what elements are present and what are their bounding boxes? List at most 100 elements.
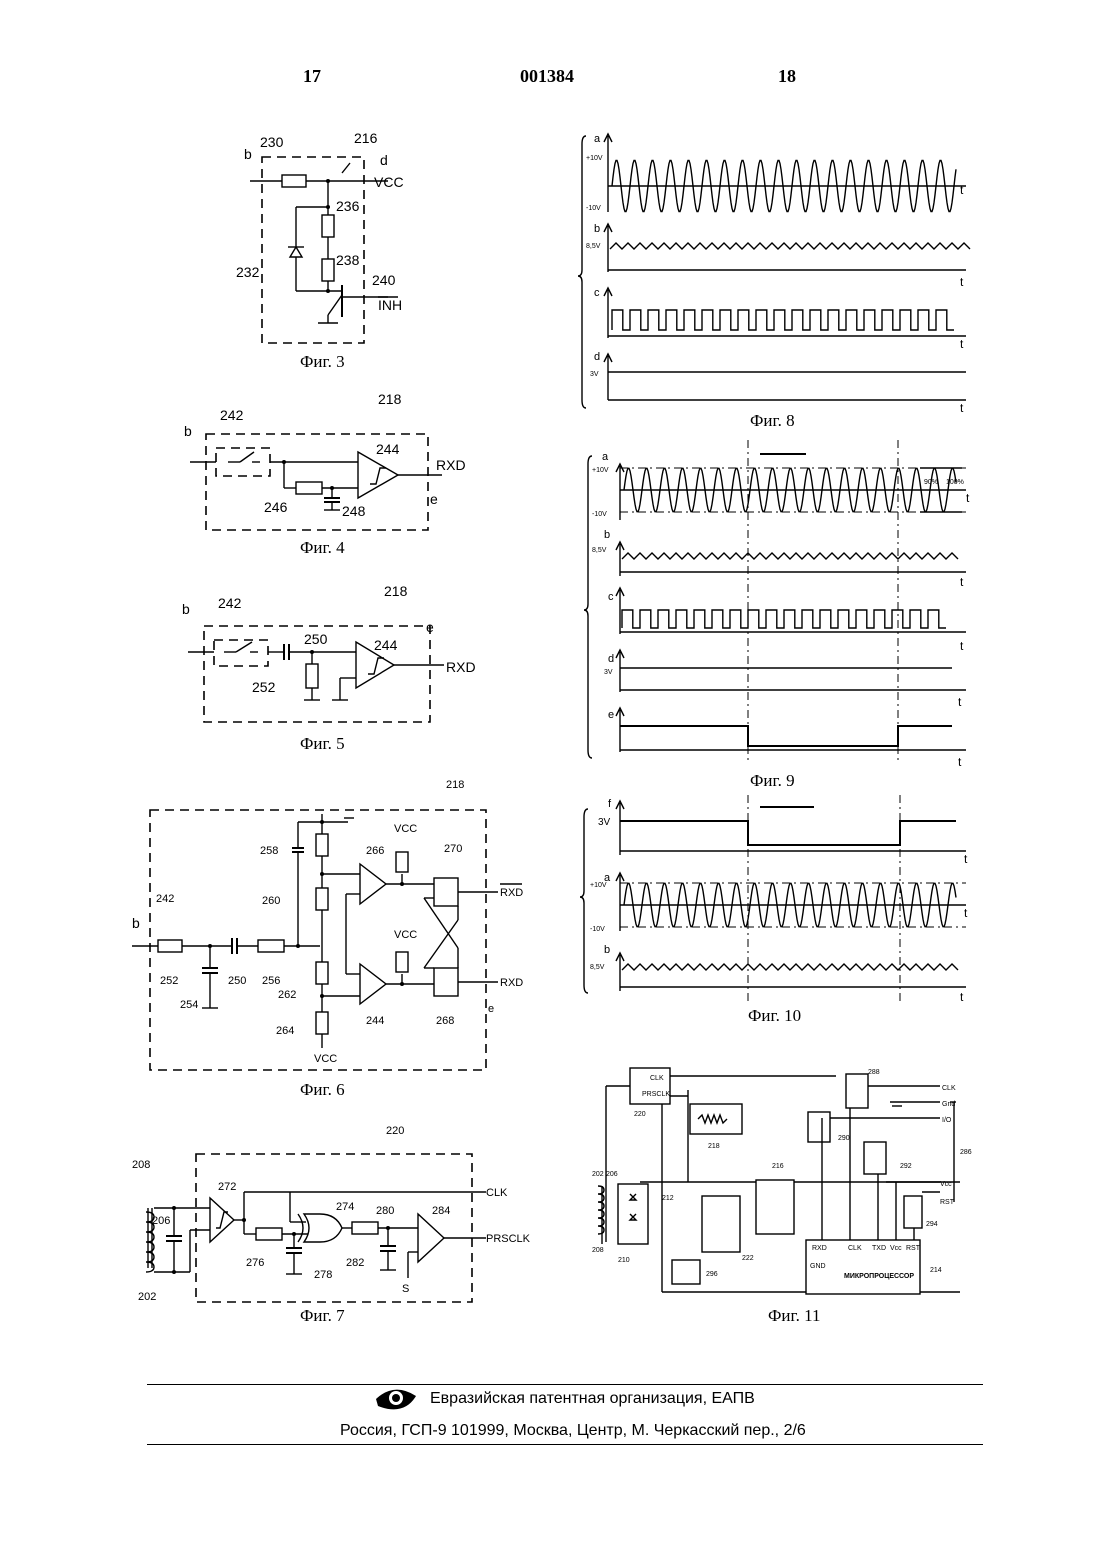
fig11-pin-rxd: RXD	[812, 1245, 827, 1252]
fig4-input-label: b	[184, 423, 192, 439]
fig7-label-282: 282	[346, 1257, 364, 1269]
fig11-pin-gnd: GND	[810, 1263, 826, 1270]
figure-5-caption: Фиг. 5	[300, 734, 345, 754]
fig3-label-230: 230	[260, 134, 284, 150]
fig11-pin-vcc: Vcc	[890, 1245, 902, 1252]
fig11-label-288: 288	[868, 1069, 880, 1076]
fig10-axis-t1: t	[964, 852, 968, 866]
fig9-trace-c: c	[608, 591, 614, 603]
fig6-input-label: b	[132, 915, 140, 931]
figure-11-caption: Фиг. 11	[768, 1306, 820, 1326]
fig8-trace-c: c	[594, 287, 600, 299]
fig11-label-216: 216	[772, 1163, 784, 1170]
fig3-label-240: 240	[372, 272, 396, 288]
fig11-label-214: 214	[930, 1267, 942, 1274]
fig6-label-260: 260	[262, 895, 280, 907]
fig11-label-294: 294	[926, 1221, 938, 1228]
fig3-vcc-label: VCC	[374, 174, 404, 190]
fig11-label-206: 206	[606, 1171, 618, 1178]
fig6-rxd-bar: RXD	[500, 887, 523, 899]
fig9-trace-a: a	[602, 451, 609, 463]
fig10-b-level: 8,5V	[590, 964, 605, 971]
fig10-axis-t3: t	[960, 990, 964, 1004]
fig11-pin-txd: TXD	[872, 1245, 886, 1252]
fig3-output-label: d	[380, 152, 388, 168]
fig11-clk-in: CLK	[650, 1075, 664, 1082]
fig7-label-272: 272	[218, 1181, 236, 1193]
fig8-axis-t1: t	[960, 183, 964, 197]
fig11-clk-out: CLK	[942, 1085, 956, 1092]
fig9-a-pos: +10V	[592, 467, 609, 474]
fig6-label-264: 264	[276, 1025, 294, 1037]
fig3-input-label: b	[244, 146, 252, 162]
figure-6-caption: Фиг. 6	[300, 1080, 345, 1100]
fig5-label-244: 244	[374, 637, 398, 653]
figure-9-timing: a +10V -10V 90% 100% t b 8,5V t c t d 3V…	[580, 440, 980, 770]
fig6-e-label: e	[488, 1003, 494, 1015]
fig4-label-244: 244	[376, 441, 400, 457]
fig3-label-238: 238	[336, 252, 360, 268]
fig8-b-level: 8,5V	[586, 243, 601, 250]
page-number-right: 18	[778, 66, 796, 87]
fig8-trace-d: d	[594, 351, 600, 363]
fig5-input-label: b	[182, 601, 190, 617]
fig3-label-236: 236	[336, 198, 360, 214]
fig9-trace-d: d	[608, 653, 614, 665]
footer-address: Россия, ГСП-9 101999, Москва, Центр, М. …	[340, 1422, 806, 1440]
fig7-label-274: 274	[336, 1201, 354, 1213]
footer-top-rule	[147, 1384, 983, 1385]
fig9-axis-t2: t	[960, 575, 964, 589]
figure-5-circuit: b 242 218 250 244 e RXD 252	[180, 580, 490, 730]
fig7-s-label: S	[402, 1283, 409, 1295]
figure-3-circuit: b 230 216 d VCC 236 238 232 240 INH	[230, 125, 430, 355]
fig5-label-242: 242	[218, 595, 242, 611]
fig9-axis-t1: t	[966, 491, 970, 505]
fig11-microprocessor: МИКРОПРОЦЕССОР	[844, 1273, 914, 1280]
footer-organization: Евразийская патентная организация, ЕАПВ	[430, 1390, 755, 1408]
fig6-label-250: 250	[228, 975, 246, 987]
fig9-b-level: 8,5V	[592, 547, 607, 554]
fig11-label-286: 286	[960, 1149, 972, 1156]
fig7-clk-label: CLK	[486, 1187, 508, 1199]
figure-10-caption: Фиг. 10	[748, 1006, 801, 1026]
fig11-label-220: 220	[634, 1111, 646, 1118]
footer-bottom-rule	[147, 1444, 983, 1445]
page-number-left: 17	[303, 66, 321, 87]
figure-3-caption: Фиг. 3	[300, 352, 345, 372]
fig11-label-290: 290	[838, 1135, 850, 1142]
fig11-label-218: 218	[708, 1143, 720, 1150]
fig5-label-252: 252	[252, 679, 276, 695]
fig5-label-218: 218	[384, 583, 408, 599]
fig6-label-258: 258	[260, 845, 278, 857]
fig8-trace-a: a	[594, 133, 601, 145]
fig9-trace-e: e	[608, 709, 614, 721]
fig3-inh-label: INH	[378, 297, 402, 313]
fig7-label-202: 202	[138, 1291, 156, 1303]
fig7-label-278: 278	[314, 1269, 332, 1281]
fig6-label-254: 254	[180, 999, 198, 1011]
fig11-gnd: Gnd	[942, 1101, 955, 1108]
fig8-a-pos: +10V	[586, 155, 603, 162]
fig6-label-244: 244	[366, 1015, 384, 1027]
fig6-label-256: 256	[262, 975, 280, 987]
figure-6-circuit: b 242 252 254 250 256 258 260 262 264 26…	[128, 778, 548, 1078]
fig6-rxd: RXD	[500, 977, 523, 989]
fig11-rst: RST	[940, 1199, 955, 1206]
figure-7-caption: Фиг. 7	[300, 1306, 345, 1326]
fig11-pin-clk: CLK	[848, 1245, 862, 1252]
fig9-a-neg: -10V	[592, 511, 607, 518]
fig9-axis-t3: t	[960, 639, 964, 653]
fig4-label-246: 246	[264, 499, 288, 515]
figure-7-circuit: 208 206 202 272 274 276 278 280 282 284 …	[130, 1118, 560, 1308]
fig4-e-label: e	[430, 491, 438, 507]
fig6-vcc-2: VCC	[394, 929, 417, 941]
fig7-prsclk-label: PRSCLK	[486, 1233, 531, 1245]
fig5-rxd-label: RXD	[446, 659, 476, 675]
fig4-label-242: 242	[220, 407, 244, 423]
fig9-axis-t4: t	[958, 695, 962, 709]
fig8-axis-t3: t	[960, 337, 964, 351]
fig5-e-label: e	[426, 619, 434, 635]
figure-4-caption: Фиг. 4	[300, 538, 345, 558]
eapo-logo-icon	[374, 1386, 420, 1412]
fig6-label-218: 218	[446, 779, 464, 791]
